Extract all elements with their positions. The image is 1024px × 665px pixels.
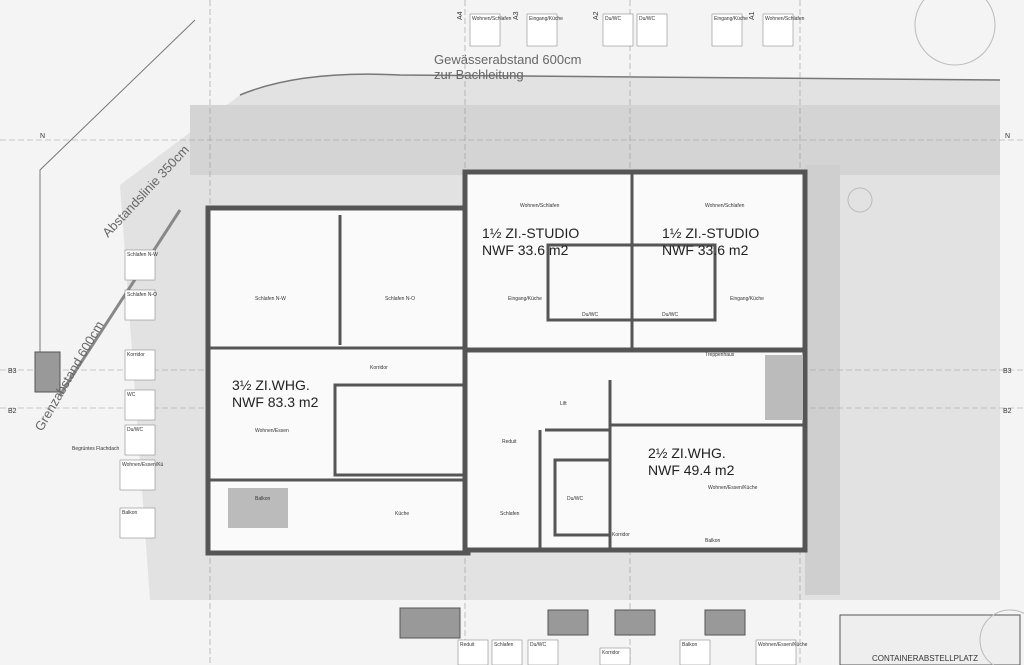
unit-labels: 1½ ZI.-STUDIO NWF 33.6 m2 1½ ZI.-STUDIO … xyxy=(232,225,759,478)
room-name: Du/WC xyxy=(582,312,599,318)
room-name: Treppenhaus xyxy=(705,352,735,358)
axis-label: B2 xyxy=(1003,408,1012,415)
room-name: Küche xyxy=(395,511,409,517)
room-name: Lift xyxy=(560,401,567,407)
tag-label: Schlafen xyxy=(494,642,514,648)
axis-label: A1 xyxy=(749,11,756,20)
room-name: Schlafen N-O xyxy=(385,296,415,302)
tag-label: Korridor xyxy=(127,352,145,358)
unit-area: NWF 33.6 m2 xyxy=(482,242,569,258)
tag-label: WC xyxy=(127,392,136,398)
room-name: Balkon xyxy=(705,538,721,544)
water-line xyxy=(239,73,1001,96)
balcony-area xyxy=(228,488,288,528)
axis-label: B3 xyxy=(8,368,17,375)
unit-area: NWF 33.6 m2 xyxy=(662,242,749,258)
unit-name: 3½ ZI.WHG. xyxy=(232,377,310,393)
container-area xyxy=(839,614,1021,665)
axis-label: B3 xyxy=(1003,368,1012,375)
tag-label: Schlafen N-W xyxy=(127,252,158,258)
container-label: CONTAINERABSTELLPLATZ xyxy=(872,654,978,663)
axis-label: B2 xyxy=(8,408,17,415)
tag-label: Wohnen/Essen/Küche xyxy=(758,642,808,648)
tag-label: Balkon xyxy=(682,642,698,648)
room-name: Wohnen/Schlafen xyxy=(520,203,560,209)
tag-label: Eingang/Küche xyxy=(529,16,563,22)
retaining-wall xyxy=(58,209,182,396)
room-name: Du/WC xyxy=(662,312,679,318)
tag-label: Wohnen/Essen/Kü xyxy=(122,462,164,468)
room-name: Korridor xyxy=(612,532,630,538)
tag-label: Begrüntes Flachdach xyxy=(72,446,119,452)
trees xyxy=(847,0,1024,665)
east-path xyxy=(805,165,840,595)
tag-label: Reduit xyxy=(460,642,475,648)
water-distance-note: Gewässerabstand 600cm xyxy=(434,52,581,67)
water-distance-sub: zur Bachleitung xyxy=(434,67,524,82)
boundary-line xyxy=(39,19,196,380)
tag-label: Du/WC xyxy=(639,16,656,22)
room-names: Wohnen/Schlafen Wohnen/Schlafen Eingang/… xyxy=(255,203,764,544)
stairs xyxy=(765,355,803,420)
tag-label: Wohnen/Schlafen xyxy=(472,16,512,22)
axis-label: A2 xyxy=(593,11,600,20)
room-name: Eingang/Küche xyxy=(508,296,542,302)
room-name: Schlafen N-W xyxy=(255,296,286,302)
light-shafts xyxy=(34,351,746,639)
room-name: Du/WC xyxy=(567,496,584,502)
unit-name: 2½ ZI.WHG. xyxy=(648,445,726,461)
room-tag-labels: Wohnen/Schlafen Eingang/Küche Du/WC Du/W… xyxy=(72,16,808,656)
room-name: Reduit xyxy=(502,439,517,445)
room-name: Schlafen xyxy=(500,511,520,517)
room-name: Wohnen/Schlafen xyxy=(705,203,745,209)
axis-label: A4 xyxy=(457,11,464,20)
tag-label: Eingang/Küche xyxy=(714,16,748,22)
tag-label: Du/WC xyxy=(530,642,547,648)
unit-name: 1½ ZI.-STUDIO xyxy=(482,225,579,241)
tag-label: Du/WC xyxy=(605,16,622,22)
room-name: Eingang/Küche xyxy=(730,296,764,302)
unit-name: 1½ ZI.-STUDIO xyxy=(662,225,759,241)
room-tags xyxy=(119,13,797,665)
unit-area: NWF 49.4 m2 xyxy=(648,462,735,478)
room-name: Balkon xyxy=(255,496,271,502)
tag-label: Du/WC xyxy=(127,427,144,433)
room-name: Wohnen/Essen xyxy=(255,428,289,434)
tag-label: Wohnen/Schlafen xyxy=(765,16,805,22)
axis-label: A3 xyxy=(513,11,520,20)
unit-area: NWF 83.3 m2 xyxy=(232,394,319,410)
axis-labels: A4 A3 A2 A1 B3 B2 B3 B2 N N xyxy=(8,11,1012,415)
interior-walls xyxy=(210,172,805,550)
room-name: Korridor xyxy=(370,365,388,371)
axis-label: N xyxy=(40,133,45,140)
room-name: Wohnen/Essen/Küche xyxy=(708,485,758,491)
axis-label: N xyxy=(1005,133,1010,140)
tag-label: Korridor xyxy=(602,650,620,656)
tag-label: Balkon xyxy=(122,510,138,516)
tag-label: Schlafen N-O xyxy=(127,292,157,298)
